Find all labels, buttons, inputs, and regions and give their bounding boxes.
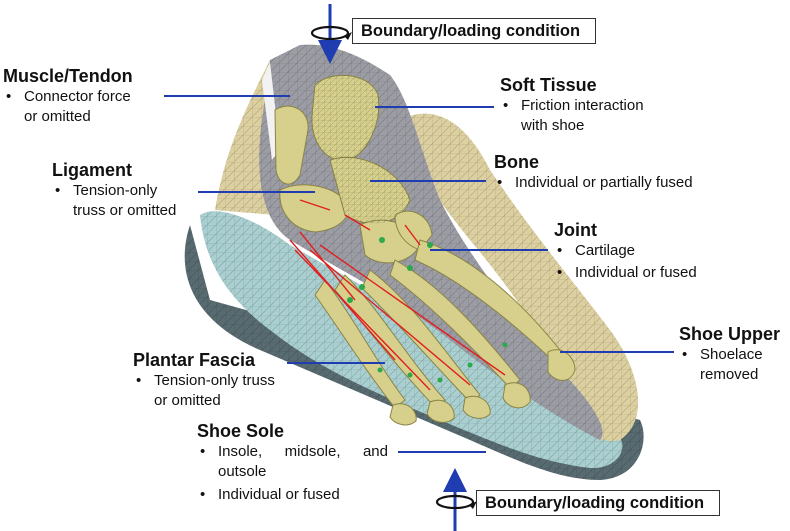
plantar-fascia-label: Plantar Fascia Tension-only truss or omi… (133, 350, 293, 411)
joint-label: Joint Cartilage Individual or fused (554, 220, 724, 283)
muscle-tendon-title: Muscle/Tendon (3, 66, 133, 86)
soft-tissue-item: Friction interaction with shoe (500, 96, 671, 136)
ligament-label: Ligament Tension-only truss or omitted (52, 160, 202, 221)
cartilage (347, 237, 508, 383)
shoe-sole-item-fused: Individual or fused (197, 485, 407, 505)
bone-title: Bone (494, 152, 539, 172)
ligament-item: Tension-only truss or omitted (52, 181, 193, 221)
plantar-fascia-title: Plantar Fascia (133, 350, 256, 370)
shoe-upper-item: Shoelace removed (679, 345, 780, 385)
bones (274, 74, 576, 426)
boundary-top-label: Boundary/loading condition (352, 18, 596, 44)
joint-item-fused: Individual or fused (554, 263, 724, 283)
bone-item: Individual or partially fused (494, 173, 734, 193)
soft-tissue-title: Soft Tissue (500, 75, 597, 95)
muscle-tendon-item: Connector force or omitted (3, 87, 144, 127)
ligament-title: Ligament (52, 160, 133, 180)
joint-title: Joint (554, 220, 597, 240)
bone-label: Bone Individual or partially fused (494, 152, 734, 193)
muscle-tendon-label: Muscle/Tendon Connector force or omitted (3, 66, 163, 127)
joint-item-cartilage: Cartilage (554, 241, 724, 261)
leader-lines (164, 95, 674, 453)
shoe-upper-label: Shoe Upper Shoelace removed (679, 324, 789, 385)
shoe-sole-title: Shoe Sole (197, 421, 285, 441)
shoe-sole-item-layers: Insole, midsole, and outsole (197, 442, 388, 482)
soft-tissue-label: Soft Tissue Friction interaction with sh… (500, 75, 680, 136)
ligaments (289, 199, 506, 391)
rotation-arrow-icon (435, 494, 477, 510)
rotation-arrow-icon (310, 25, 352, 41)
boundary-bottom-label: Boundary/loading condition (476, 490, 720, 516)
shoe-sole-label: Shoe Sole Insole, midsole, and outsole I… (197, 421, 407, 505)
plantar-fascia-item: Tension-only truss or omitted (133, 371, 284, 411)
shoe-upper-title: Shoe Upper (679, 324, 781, 344)
